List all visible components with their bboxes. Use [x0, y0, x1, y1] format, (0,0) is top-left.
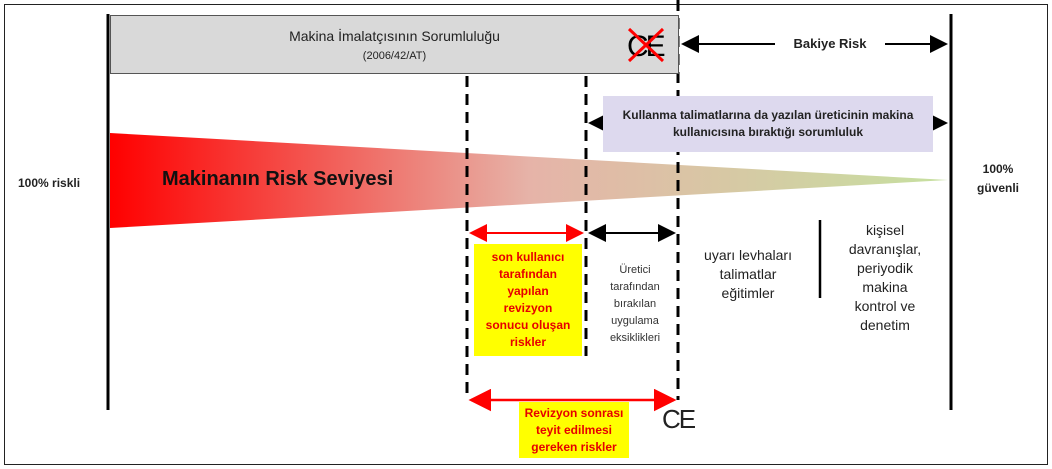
risk-level-label: Makinanın Risk Seviyesi	[162, 168, 394, 190]
fully-safe-label: 100% güvenli	[976, 162, 1019, 195]
manufacturer-responsibility-box: Makina İmalatçısının Sorumluluğu (2006/4…	[110, 15, 679, 74]
residual-risk-label: Bakiye Risk	[775, 36, 885, 51]
user-responsibility-box: Kullanma talimatlarına da yazılan üretic…	[603, 96, 933, 152]
personal-behaviour-text: kişisel davranışlar, periyodik makina ko…	[848, 222, 922, 333]
post-revision-risks-box: Revizyon sonrası teyit edilmesi gereken …	[519, 402, 629, 458]
warnings-text: uyarı levhaları talimatlar eğitimler	[704, 247, 792, 301]
crossed-ce-mark: CE	[627, 27, 667, 63]
fully-risky-label: 100% riskli	[18, 176, 81, 190]
ce-mark: CE	[661, 404, 696, 434]
diagram-frame	[4, 4, 1048, 465]
directive-number: (2006/42/AT)	[362, 50, 427, 62]
manufacturer-title: Makina İmalatçısının Sorumluluğu	[289, 28, 500, 44]
risk-wedge	[110, 133, 948, 228]
manufacturer-gaps-text: Üretici tarafından bırakılan uygulama ek…	[609, 264, 661, 344]
end-user-revision-risks-box: son kullanıcı tarafından yapılan revizyo…	[474, 244, 582, 356]
